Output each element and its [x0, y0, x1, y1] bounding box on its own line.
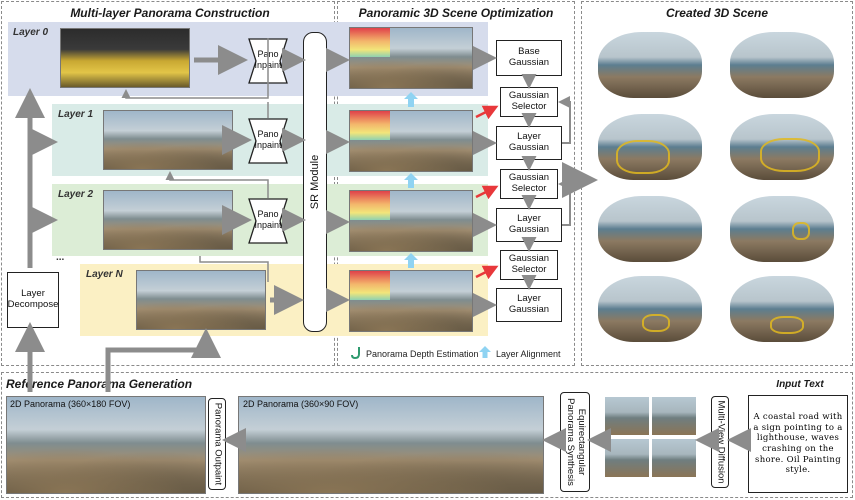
layer1-label: Layer 1	[58, 109, 94, 120]
layern-label: Layer N	[86, 269, 123, 280]
scene-view-3a	[598, 196, 702, 262]
layern-panorama	[136, 270, 266, 330]
pano-inpaint-block-0: Pano Inpaint	[248, 38, 288, 84]
optimization-title: Panoramic 3D Scene Optimization	[358, 6, 554, 20]
layer-decompose-block: Layer Decompose	[7, 272, 59, 328]
gaussian-selector-label-3b: Selector	[511, 264, 547, 275]
pano-inpaint-label-1b: Inpaint	[254, 140, 282, 150]
layer-gaussian-block-1: Layer Gaussian	[496, 126, 562, 160]
gaussian-selector-label-2a: Gaussian	[508, 172, 550, 184]
input-text-content: A coastal road with a sign pointing to a…	[753, 412, 843, 476]
gaussian-selector-block-3: Gaussian Selector	[500, 250, 558, 280]
depth-estimation-icon	[351, 347, 360, 360]
panorama-outpaint-label: Panorama Outpaint	[212, 402, 224, 486]
pano-inpaint-label-0a: Pano	[257, 49, 279, 59]
layer1-panorama	[103, 110, 233, 170]
layer-gaussian-label-2a: Layer	[517, 213, 541, 225]
depth-map-0	[350, 28, 391, 57]
scene-view-1a	[598, 32, 702, 98]
sr-module-block: SR Module	[303, 32, 327, 332]
layer-gaussian-label-2b: Gaussian	[508, 224, 550, 235]
layer-ellipsis: ...	[56, 252, 65, 263]
opt-panorama-0	[349, 27, 473, 89]
layer-gaussian-label-na: Layer	[517, 293, 541, 305]
opt-panorama-2	[349, 190, 473, 252]
layer-gaussian-label-1b: Gaussian	[508, 142, 550, 153]
scene-view-4a	[598, 276, 702, 342]
reference-title: Reference Panorama Generation	[6, 377, 193, 391]
layer-decompose-label-b: Decompose	[7, 299, 59, 310]
alignment-arrow-icon	[479, 346, 491, 358]
multiview-diffusion-block: Multi-View Diffusion	[711, 396, 729, 488]
view-image-4	[651, 438, 697, 478]
gaussian-selector-label-1b: Selector	[511, 101, 547, 112]
layer-gaussian-block-n: Layer Gaussian	[496, 288, 562, 322]
legend-alignment-label: Layer Alignment	[496, 349, 561, 359]
depth-map-2	[350, 191, 391, 220]
gaussian-selector-block-1: Gaussian Selector	[500, 87, 558, 117]
view-image-1	[604, 396, 650, 436]
pano-inpaint-block-1: Pano Inpaint	[248, 118, 288, 164]
panorama-360x180	[6, 396, 206, 494]
equirect-synthesis-label: Equirectangular Panorama Synthesis	[564, 398, 587, 486]
layer2-panorama	[103, 190, 233, 250]
pano-inpaint-label-2a: Pano	[257, 209, 279, 219]
gaussian-selector-block-2: Gaussian Selector	[500, 169, 558, 199]
depth-map-1	[350, 111, 391, 140]
input-text-title: Input Text	[776, 379, 824, 390]
legend-depth-label: Panorama Depth Estimation	[366, 349, 479, 359]
multiview-images	[604, 396, 698, 478]
panorama-outpaint-block: Panorama Outpaint	[208, 398, 226, 490]
base-gaussian-block: Base Gaussian	[496, 40, 562, 76]
scene-view-1b	[730, 32, 834, 98]
pano-inpaint-label-0b: Inpaint	[254, 60, 282, 70]
pano-inpaint-block-2: Pano Inpaint	[248, 198, 288, 244]
equirect-label-a: Equirectangular	[575, 408, 587, 476]
layer-decompose-label-a: Layer	[21, 288, 45, 300]
layer-gaussian-label-1a: Layer	[517, 131, 541, 143]
pano-inpaint-label-2b: Inpaint	[254, 220, 282, 230]
scene-view-2a	[598, 114, 702, 180]
base-gaussian-label-b: Gaussian	[508, 57, 550, 68]
opt-panorama-n	[349, 270, 473, 332]
panorama-360x90	[238, 396, 544, 494]
caption-360x180: 2D Panorama (360×180 FOV)	[10, 399, 131, 409]
sr-module-label: SR Module	[309, 154, 321, 210]
layer-gaussian-block-2: Layer Gaussian	[496, 208, 562, 242]
opt-panorama-1	[349, 110, 473, 172]
scene-view-4b	[730, 276, 834, 342]
layer0-panorama	[60, 28, 190, 88]
gaussian-selector-label-3a: Gaussian	[508, 253, 550, 265]
layer0-label: Layer 0	[13, 27, 49, 38]
view-image-3	[604, 438, 650, 478]
base-gaussian-label-a: Base	[518, 46, 540, 58]
input-text-box: A coastal road with a sign pointing to a…	[748, 395, 848, 493]
gaussian-selector-label-1a: Gaussian	[508, 90, 550, 102]
reference-panel	[1, 372, 853, 498]
depth-map-n	[350, 271, 391, 300]
construction-title: Multi-layer Panorama Construction	[70, 6, 270, 20]
equirect-synthesis-block: Equirectangular Panorama Synthesis	[560, 392, 590, 492]
created-scene-title: Created 3D Scene	[665, 6, 769, 20]
scene-view-2b	[730, 114, 834, 180]
equirect-label-b: Panorama Synthesis	[565, 398, 576, 486]
view-image-2	[651, 396, 697, 436]
caption-360x90: 2D Panorama (360×90 FOV)	[243, 399, 359, 409]
multiview-diffusion-label: Multi-View Diffusion	[715, 400, 727, 484]
layer2-label: Layer 2	[58, 189, 94, 200]
layer-gaussian-label-nb: Gaussian	[508, 304, 550, 315]
scene-view-3b	[730, 196, 834, 262]
gaussian-selector-label-2b: Selector	[511, 183, 547, 194]
pano-inpaint-label-1a: Pano	[257, 129, 279, 139]
